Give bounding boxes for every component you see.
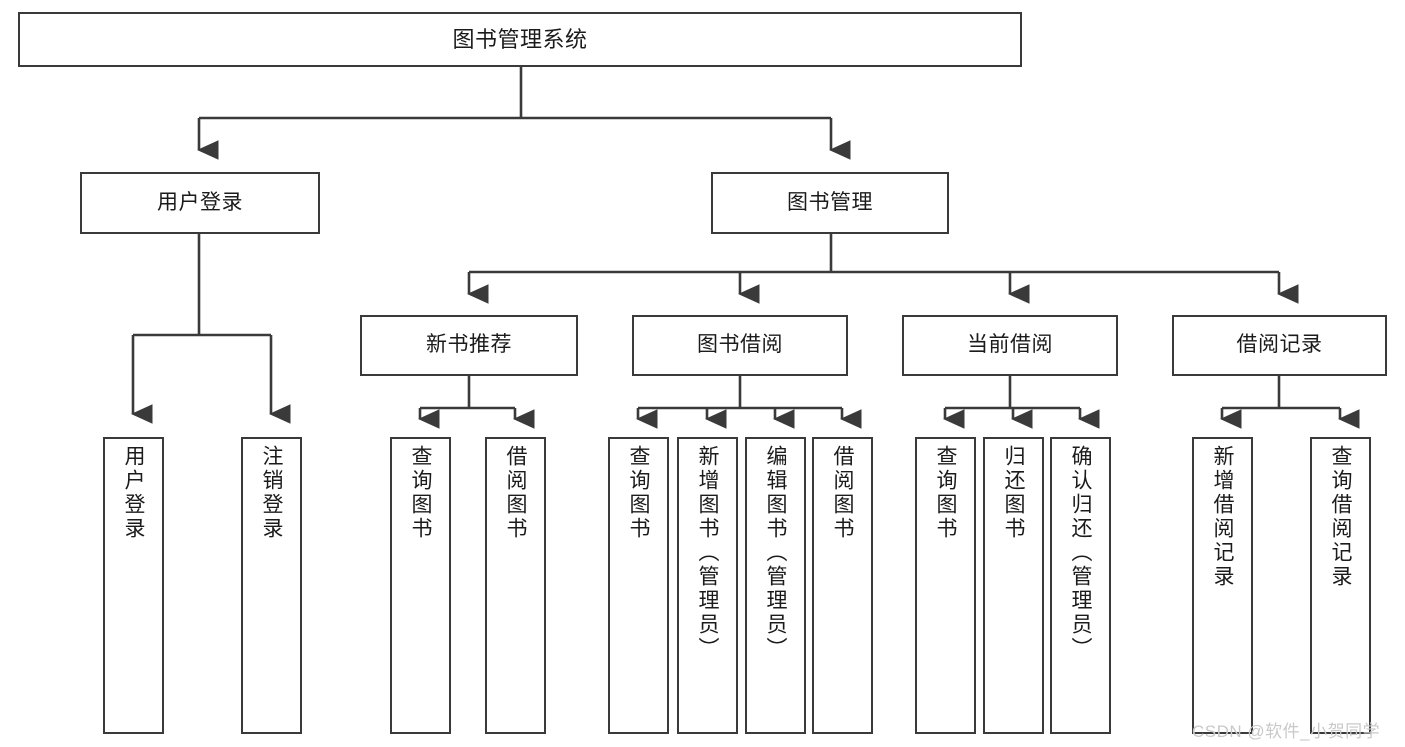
node-current-borrow[interactable]: 当前借阅 xyxy=(902,315,1118,376)
node-leaf-edit-book[interactable]: 编辑图书（管理员） xyxy=(745,437,806,734)
node-book-borrow[interactable]: 图书借阅 xyxy=(632,315,848,376)
node-leaf-user-login-label: 用户登录 xyxy=(122,445,145,541)
node-borrow-record[interactable]: 借阅记录 xyxy=(1172,315,1387,376)
node-root[interactable]: 图书管理系统 xyxy=(18,12,1022,67)
csdn-watermark: CSDN @软件_小贺同学 xyxy=(1192,722,1381,741)
node-root-label: 图书管理系统 xyxy=(452,26,588,52)
node-book-borrow-label: 图书借阅 xyxy=(697,333,783,357)
node-leaf-return-book[interactable]: 归还图书 xyxy=(983,437,1044,734)
node-leaf-add-record-label: 新增借阅记录 xyxy=(1211,445,1234,589)
node-leaf-query-record[interactable]: 查询借阅记录 xyxy=(1310,437,1371,734)
node-leaf-borrow-book-1[interactable]: 借阅图书 xyxy=(485,437,546,734)
node-leaf-query-book-2-label: 查询图书 xyxy=(627,445,650,541)
node-user-login[interactable]: 用户登录 xyxy=(80,172,320,234)
node-leaf-borrow-book-2[interactable]: 借阅图书 xyxy=(812,437,873,734)
node-leaf-logout-label: 注销登录 xyxy=(260,445,283,541)
node-leaf-user-login[interactable]: 用户登录 xyxy=(103,437,164,734)
node-user-login-label: 用户登录 xyxy=(157,190,243,214)
node-book-manage-label: 图书管理 xyxy=(787,190,873,214)
node-leaf-query-book-1[interactable]: 查询图书 xyxy=(390,437,451,734)
node-leaf-query-book-1-label: 查询图书 xyxy=(409,445,432,541)
node-leaf-add-record[interactable]: 新增借阅记录 xyxy=(1192,437,1253,734)
node-leaf-return-book-label: 归还图书 xyxy=(1002,445,1025,541)
node-leaf-borrow-book-1-label: 借阅图书 xyxy=(504,445,527,541)
node-new-book-rec[interactable]: 新书推荐 xyxy=(360,315,578,376)
node-leaf-edit-book-label: 编辑图书（管理员） xyxy=(764,445,787,661)
node-leaf-add-book[interactable]: 新增图书（管理员） xyxy=(677,437,738,734)
node-current-borrow-label: 当前借阅 xyxy=(967,333,1053,357)
node-book-manage[interactable]: 图书管理 xyxy=(711,172,949,234)
node-leaf-query-book-3[interactable]: 查询图书 xyxy=(915,437,976,734)
node-leaf-borrow-book-2-label: 借阅图书 xyxy=(831,445,854,541)
node-leaf-query-book-3-label: 查询图书 xyxy=(934,445,957,541)
node-leaf-confirm-return-label: 确认归还（管理员） xyxy=(1069,445,1092,661)
node-borrow-record-label: 借阅记录 xyxy=(1236,333,1323,357)
node-leaf-confirm-return[interactable]: 确认归还（管理员） xyxy=(1050,437,1111,734)
node-leaf-query-record-label: 查询借阅记录 xyxy=(1329,445,1352,589)
node-new-book-rec-label: 新书推荐 xyxy=(426,333,512,357)
node-leaf-add-book-label: 新增图书（管理员） xyxy=(696,445,719,661)
node-leaf-query-book-2[interactable]: 查询图书 xyxy=(608,437,669,734)
node-leaf-logout[interactable]: 注销登录 xyxy=(241,437,302,734)
